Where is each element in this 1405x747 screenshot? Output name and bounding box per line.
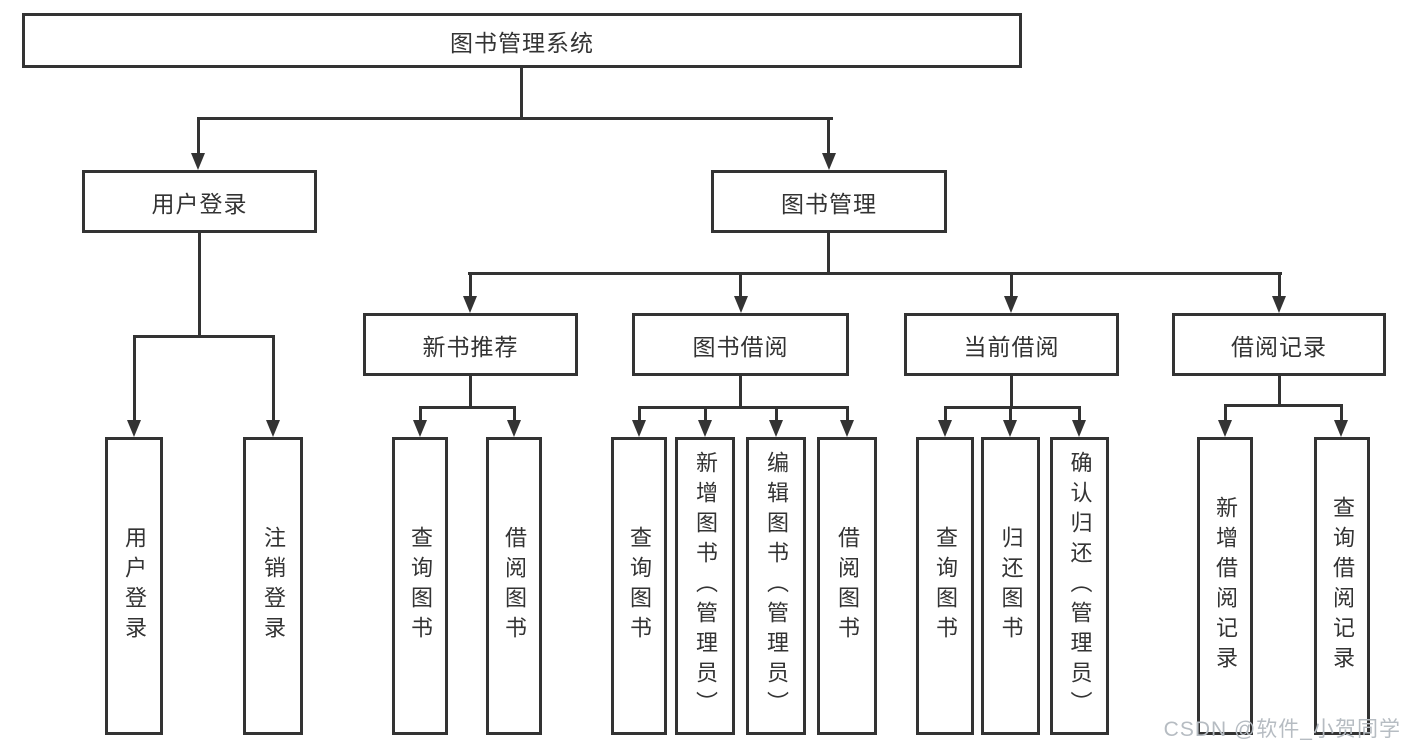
- connector-borrow-record-horizontal: [1224, 404, 1343, 407]
- leaf-add-book-admin: 新增图书（管理员）: [675, 437, 735, 735]
- connector-current-borrow-horizontal: [944, 406, 1081, 409]
- connector-stem-borrow-record: [1278, 272, 1281, 297]
- arrowhead-leaf-logout: [266, 420, 280, 437]
- arrowhead-cb-return: [1003, 420, 1017, 437]
- connector-stem-nb-query: [419, 406, 422, 422]
- connector-stem-new-book: [469, 272, 472, 297]
- connector-stem-nb-borrow: [513, 406, 516, 422]
- node-new-book-recommend: 新书推荐: [363, 313, 578, 376]
- connector-new-book-drop: [469, 376, 472, 406]
- connector-user-login-drop: [198, 233, 201, 335]
- connector-stem-cb-return: [1009, 406, 1012, 422]
- connector-borrow-record-drop: [1278, 376, 1281, 404]
- arrowhead-br-add: [1218, 420, 1232, 437]
- node-root: 图书管理系统: [22, 13, 1022, 68]
- connector-stem-bb-add: [704, 406, 707, 422]
- arrowhead-bb-edit: [769, 420, 783, 437]
- node-current-borrow: 当前借阅: [904, 313, 1119, 376]
- connector-stem-bb-query: [638, 406, 641, 422]
- node-borrow-records: 借阅记录: [1172, 313, 1386, 376]
- leaf-add-borrow-record: 新增借阅记录: [1197, 437, 1253, 735]
- leaf-borrow-books-recommend: 借阅图书: [486, 437, 542, 735]
- leaf-confirm-return-admin: 确认归还（管理员）: [1050, 437, 1109, 735]
- connector-stem-leaf-logout: [272, 335, 275, 421]
- arrowhead-cb-query: [938, 420, 952, 437]
- connector-stem-cb-confirm: [1078, 406, 1081, 422]
- connector-stem-book-borrow: [739, 272, 742, 297]
- connector-stem-br-add: [1224, 404, 1227, 422]
- connector-stem-br-query: [1340, 404, 1343, 422]
- arrowhead-br-query: [1334, 420, 1348, 437]
- connector-book-mgmt-drop: [827, 233, 830, 273]
- connector-stem-cb-query: [944, 406, 947, 422]
- connector-stem-book-mgmt: [827, 117, 830, 154]
- leaf-user-login: 用户登录: [105, 437, 163, 735]
- leaf-borrow-books: 借阅图书: [817, 437, 877, 735]
- arrowhead-borrow-record: [1272, 296, 1286, 313]
- leaf-query-books-borrow: 查询图书: [611, 437, 667, 735]
- node-user-login: 用户登录: [82, 170, 317, 233]
- connector-stem-current-borrow: [1010, 272, 1013, 297]
- connector-user-login-horizontal: [133, 335, 275, 338]
- leaf-logout: 注销登录: [243, 437, 303, 735]
- connector-l2-horizontal: [197, 117, 833, 120]
- watermark: CSDN @软件_小贺同学: [1163, 718, 1401, 741]
- connector-stem-bb-edit: [775, 406, 778, 422]
- arrowhead-leaf-login: [127, 420, 141, 437]
- arrowhead-nb-borrow: [507, 420, 521, 437]
- connector-stem-leaf-login: [133, 335, 136, 421]
- arrowhead-cb-confirm: [1072, 420, 1086, 437]
- arrowhead-bb-query: [632, 420, 646, 437]
- arrowhead-user-login: [191, 153, 205, 170]
- connector-root-drop: [520, 68, 523, 118]
- arrowhead-book-mgmt: [822, 153, 836, 170]
- connector-stem-bb-borrow: [846, 406, 849, 422]
- connector-stem-user-login: [197, 117, 200, 154]
- leaf-return-books: 归还图书: [981, 437, 1040, 735]
- arrowhead-current-borrow: [1004, 296, 1018, 313]
- node-book-management: 图书管理: [711, 170, 947, 233]
- arrowhead-nb-query: [413, 420, 427, 437]
- node-book-borrow: 图书借阅: [632, 313, 849, 376]
- connector-book-borrow-drop: [739, 376, 742, 406]
- leaf-edit-book-admin: 编辑图书（管理员）: [746, 437, 806, 735]
- leaf-query-borrow-record: 查询借阅记录: [1314, 437, 1370, 735]
- arrowhead-bb-add: [698, 420, 712, 437]
- arrowhead-bb-borrow: [840, 420, 854, 437]
- connector-current-borrow-drop: [1010, 376, 1013, 406]
- leaf-query-books-current: 查询图书: [916, 437, 974, 735]
- arrowhead-new-book: [463, 296, 477, 313]
- arrowhead-book-borrow: [734, 296, 748, 313]
- connector-l3-horizontal: [468, 272, 1282, 275]
- connector-new-book-horizontal: [419, 406, 516, 409]
- connector-book-borrow-horizontal: [638, 406, 849, 409]
- leaf-query-books-recommend: 查询图书: [392, 437, 448, 735]
